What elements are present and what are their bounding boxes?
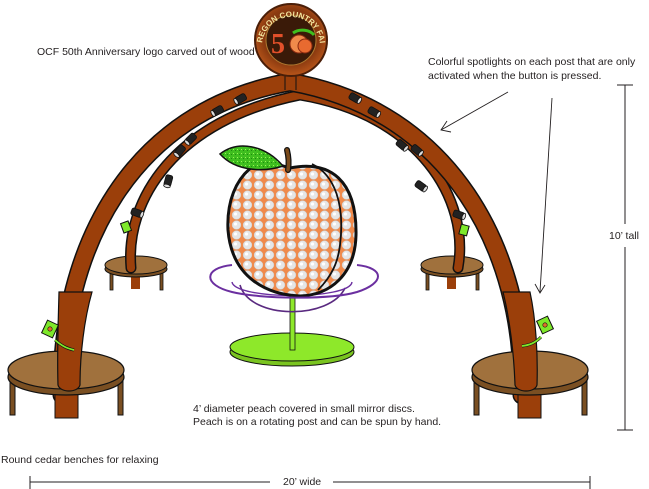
spotlight-icon — [163, 174, 174, 189]
logo-number: 5 — [271, 29, 285, 60]
logo-annotation: OCF 50th Anniversary logo carved out of … — [37, 46, 255, 58]
peach — [218, 145, 358, 298]
spotlight-icon — [184, 132, 197, 146]
spotlight-icon — [452, 209, 467, 221]
bench-annotation: Round cedar benches for relaxing — [1, 454, 159, 466]
peach-annotation-line2: Peach is on a rotating post and can be s… — [193, 416, 442, 428]
button-arrow — [534, 97, 553, 294]
bench-back-right — [420, 255, 484, 291]
width-dimension-line — [29, 476, 591, 489]
bench-front-left — [7, 291, 125, 419]
spotlight-icon — [233, 93, 247, 105]
spotlight-icon — [410, 144, 424, 157]
spotlight-icon — [395, 139, 409, 152]
button-back-left — [119, 220, 133, 234]
peach-stand — [229, 281, 355, 367]
button-front-left — [40, 319, 75, 352]
bench-front-right — [471, 291, 589, 419]
spotlight-icon — [414, 180, 428, 193]
spotlights — [130, 92, 467, 221]
height-label: 10’ tall — [609, 230, 639, 242]
width-label: 20’ wide — [283, 476, 322, 488]
spotlight-annotation-line2: activated when the button is pressed. — [428, 70, 602, 82]
spotlight-arrow — [440, 91, 509, 133]
peach-annotation-line1: 4’ diameter peach covered in small mirro… — [193, 403, 415, 415]
button-back-right — [458, 223, 470, 237]
rotation-ring — [209, 264, 379, 299]
spotlight-icon — [348, 92, 363, 105]
button-front-right — [521, 315, 555, 348]
spotlight-annotation-line1: Colorful spotlights on each post that ar… — [428, 56, 636, 68]
spotlight-icon — [173, 144, 186, 158]
ocf-logo: OREGON COUNTRY FAIR 5 — [0, 0, 328, 77]
spotlight-icon — [130, 207, 145, 219]
height-dimension-line — [617, 84, 633, 431]
spotlight-icon — [367, 106, 382, 119]
spotlight-icon — [210, 105, 224, 117]
